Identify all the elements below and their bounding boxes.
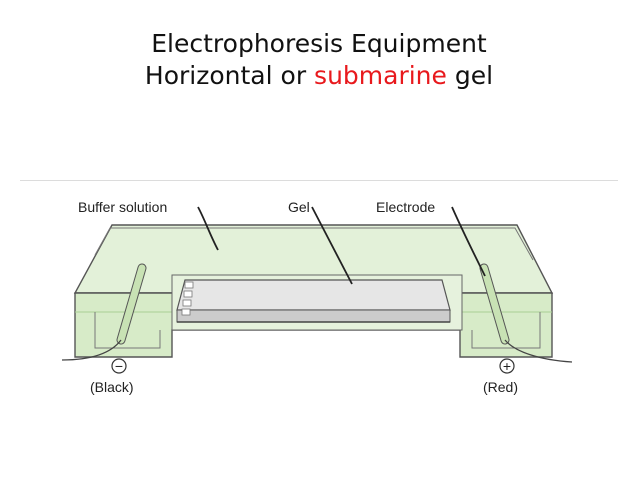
title-line-2-prefix: Horizontal or (144, 61, 315, 90)
tank-inner-rim (94, 227, 534, 261)
gel-slab-side (176, 309, 451, 323)
title-line-2: Horizontal or submarine gel (0, 60, 638, 92)
left-well-inner (94, 312, 161, 349)
red-lead-wire (504, 339, 573, 363)
positive-symbol: + (503, 358, 511, 374)
buffer-solution-label: Buffer solution (78, 199, 167, 215)
left-electrode (116, 263, 147, 345)
sample-well (183, 290, 193, 298)
negative-symbol: − (115, 358, 123, 374)
positive-terminal-icon (499, 358, 515, 374)
red-terminal-label: (Red) (483, 379, 518, 395)
electrode-leader-line (451, 206, 486, 277)
title-line-1: Electrophoresis Equipment (151, 29, 487, 58)
right-well-inner (471, 312, 541, 349)
electrode-label: Electrode (376, 199, 435, 215)
sample-wells (181, 281, 194, 316)
right-electrode (479, 263, 510, 345)
black-lead-wire (61, 339, 122, 361)
sample-well (184, 281, 194, 289)
gel-slab (176, 279, 451, 311)
divider-line (20, 180, 618, 181)
sample-well (182, 299, 192, 307)
buffer-leader-line (197, 206, 219, 251)
title-highlight-word: submarine (314, 61, 447, 90)
slide-title: Electrophoresis Equipment Horizontal or … (0, 28, 638, 92)
sample-well (181, 308, 191, 316)
title-line-2-suffix: gel (446, 61, 494, 90)
black-terminal-label: (Black) (90, 379, 134, 395)
gel-label: Gel (288, 199, 310, 215)
negative-terminal-icon (111, 358, 127, 374)
gel-leader-line (311, 206, 353, 285)
